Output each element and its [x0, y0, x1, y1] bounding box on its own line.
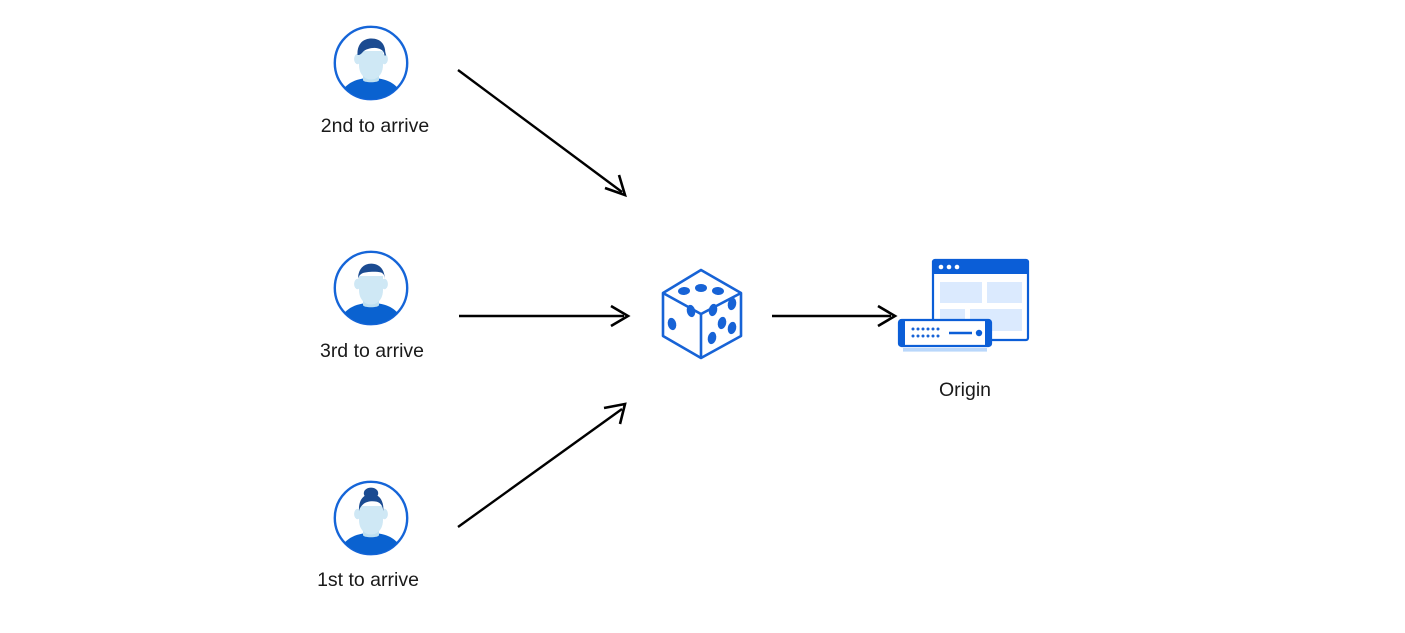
origin-node[interactable] [893, 256, 1043, 366]
arrow-top-to-dice [457, 69, 627, 198]
client-label-bottom: 1st to arrive [317, 569, 419, 591]
arrow-bottom-to-dice [457, 402, 627, 528]
user-avatar-icon [333, 480, 409, 556]
origin-label: Origin [938, 379, 992, 401]
user-avatar-icon [333, 250, 409, 326]
dice-node[interactable] [655, 266, 747, 360]
client-label-middle: 3rd to arrive [319, 340, 425, 362]
client-avatar-middle[interactable] [332, 249, 410, 327]
dice-icon [661, 268, 743, 360]
client-avatar-bottom[interactable] [332, 479, 410, 557]
user-avatar-icon [333, 25, 409, 101]
server-appliance [897, 318, 993, 352]
client-avatar-top[interactable] [332, 24, 410, 102]
arrow-middle-to-dice [459, 304, 631, 328]
arrow-dice-to-origin [772, 304, 898, 328]
origin-server-icon [897, 258, 1030, 352]
client-label-top: 2nd to arrive [320, 115, 430, 137]
